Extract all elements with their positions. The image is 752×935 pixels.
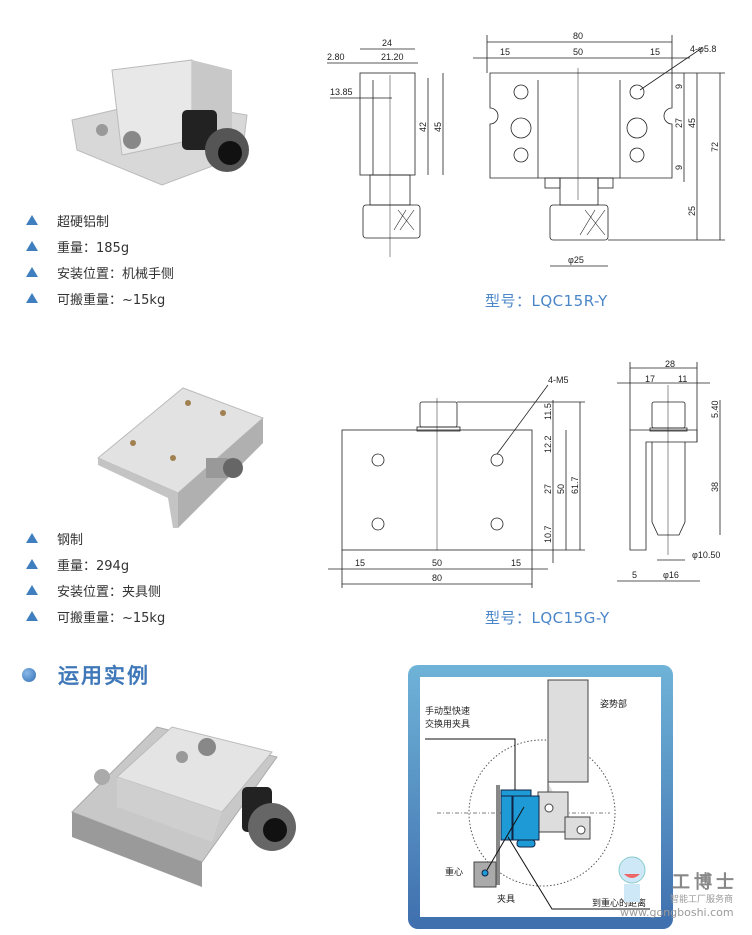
dim-label: 13.85 — [330, 87, 353, 97]
dim-label: 27 — [543, 484, 553, 494]
dim-label: 2.80 — [327, 52, 345, 62]
spec-text: 重量：185g — [57, 240, 130, 256]
spec-item: 可搬重量：~15kg — [26, 603, 165, 629]
triangle-bullet-icon — [26, 533, 38, 543]
spec-text: 可搬重量：~15kg — [57, 292, 166, 308]
dim-label: 80 — [432, 573, 442, 583]
spec-item: 超硬铝制 — [26, 207, 174, 233]
dim-label: 9 — [674, 165, 684, 170]
dim-label: 4-M5 — [548, 375, 569, 385]
dim-label: 61.7 — [570, 476, 580, 494]
model-label-lqc15r: 型号：LQC15R-Y — [485, 292, 608, 310]
dim-label: 15 — [355, 558, 365, 568]
watermark-tagline: 智能工厂服务商 — [670, 895, 734, 905]
model-label-lqc15g: 型号：LQC15G-Y — [485, 609, 610, 627]
dim-label: 5.40 — [710, 400, 720, 418]
dim-label: 45 — [687, 118, 697, 128]
spec-text: 可搬重量：~15kg — [57, 610, 166, 626]
dim-label: 15 — [500, 47, 510, 57]
spec-text: 安装位置：夹具侧 — [57, 584, 162, 600]
watermark-logo — [612, 852, 652, 911]
dim-label: 45 — [433, 122, 443, 132]
triangle-bullet-icon — [26, 293, 38, 303]
spec-item: 重量：294g — [26, 551, 165, 577]
dim-label: φ16 — [663, 570, 679, 580]
triangle-bullet-icon — [26, 241, 38, 251]
dim-label: 28 — [665, 359, 675, 369]
label-fixture-type-1: 手动型快速 — [425, 705, 470, 716]
spec-text: 超硬铝制 — [57, 214, 110, 230]
dim-label: 10.7 — [543, 525, 553, 543]
triangle-bullet-icon — [26, 215, 38, 225]
triangle-bullet-icon — [26, 585, 38, 595]
spec-text: 安装位置：机械手侧 — [57, 266, 175, 282]
dim-label: 11.5 — [543, 403, 553, 420]
section-header: 运用实例 — [22, 660, 150, 690]
dim-label: 9 — [674, 84, 684, 89]
product2-spec-list: 钢制 重量：294g 安装位置：夹具侧 可搬重量：~15kg — [26, 525, 165, 629]
dim-label: 21.20 — [381, 52, 404, 62]
label-fixture: 夹具 — [497, 893, 515, 904]
label-posture: 姿势部 — [600, 698, 627, 709]
dim-label: φ10.50 — [692, 550, 720, 560]
product-photo-lqc15r — [62, 45, 262, 195]
dim-label: 24 — [382, 38, 392, 48]
dim-label: 42 — [418, 122, 428, 132]
dim-label: 17 — [645, 374, 655, 384]
section-title: 运用实例 — [58, 664, 150, 688]
dim-label: 11 — [678, 374, 687, 384]
spec-item: 安装位置：夹具侧 — [26, 577, 165, 603]
application-photo — [62, 712, 312, 902]
dim-label: φ25 — [568, 255, 584, 265]
spec-item: 可搬重量：~15kg — [26, 285, 174, 311]
dim-label: 72 — [710, 142, 720, 152]
product-photo-lqc15g — [88, 383, 278, 533]
spec-text: 重量：294g — [57, 558, 130, 574]
dim-label: 50 — [573, 47, 583, 57]
dim-label: 50 — [556, 484, 566, 494]
dim-label: 27 — [674, 118, 684, 128]
triangle-bullet-icon — [26, 611, 38, 621]
dim-label: 25 — [687, 206, 697, 216]
dim-label: 80 — [573, 31, 583, 41]
dim-label: 12.2 — [543, 435, 553, 453]
watermark-url: www.gongboshi.com — [620, 906, 734, 919]
dim-label: 15 — [650, 47, 660, 57]
label-distance: 到重心的距离 — [592, 897, 646, 908]
dim-label: 15 — [511, 558, 521, 568]
dim-label: 50 — [432, 558, 442, 568]
section-dot-icon — [22, 668, 36, 682]
mascot-icon — [618, 856, 646, 902]
triangle-bullet-icon — [26, 559, 38, 569]
dim-label: 5 — [632, 570, 637, 580]
application-diagram: 手动型快速 交换用夹具 姿势部 重心 夹具 到重心的距离 — [425, 679, 650, 910]
spec-item: 重量：185g — [26, 233, 174, 259]
watermark-brand: 工博士 — [672, 872, 738, 893]
label-cog: 重心 — [445, 866, 463, 877]
triangle-bullet-icon — [26, 267, 38, 277]
spec-item: 安装位置：机械手侧 — [26, 259, 174, 285]
product1-spec-list: 超硬铝制 重量：185g 安装位置：机械手侧 可搬重量：~15kg — [26, 207, 174, 311]
spec-item: 钢制 — [26, 525, 165, 551]
dim-label: 38 — [710, 482, 720, 492]
label-fixture-type-2: 交换用夹具 — [425, 718, 470, 729]
spec-text: 钢制 — [57, 532, 84, 548]
dim-label: 4-φ5.8 — [690, 44, 716, 54]
